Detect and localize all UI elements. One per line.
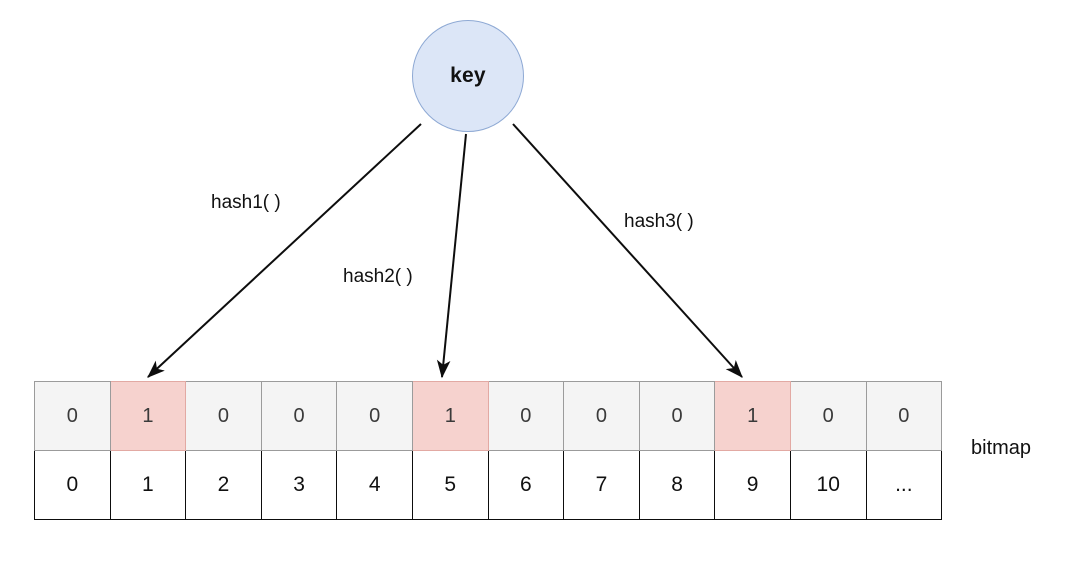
key-node-label: key: [450, 64, 486, 87]
bitmap-bit-cell-set: 1: [411, 381, 489, 451]
bitmap-index-cell: 8: [638, 450, 716, 520]
bitmap-index-cell: 7: [563, 450, 640, 520]
edge-hash1: [147, 123, 422, 378]
bitmap-bit-cell: 0: [260, 381, 338, 451]
bitmap-index-cell: 1: [109, 450, 187, 520]
edge-label-hash3: hash3( ): [624, 211, 694, 232]
bitmap-index-cell: 5: [411, 450, 489, 520]
bitmap-index-cell: 10: [789, 450, 867, 520]
bitmap-index-cell: 4: [336, 450, 413, 520]
bitmap-bit-cell: 0: [638, 381, 716, 451]
key-node: key: [412, 20, 524, 132]
bitmap-bit-cell: 0: [487, 381, 565, 451]
edge-hash3: [512, 123, 743, 378]
bitmap-index-cell: 3: [260, 450, 338, 520]
bitmap-bit-cell: 0: [789, 381, 867, 451]
bitmap-bit-cell: 0: [336, 381, 413, 451]
edge-label-hash1: hash1( ): [211, 192, 281, 213]
bitmap-bit-cell-set: 1: [714, 381, 791, 451]
bitmap-bit-cell-set: 1: [109, 381, 187, 451]
bitmap-bit-cell: 0: [865, 381, 943, 451]
edge-hash2: [436, 133, 467, 379]
bitmap-index-cell: ...: [865, 450, 943, 520]
bitmap-index-cell: 9: [714, 450, 791, 520]
bitmap-bit-cell: 0: [185, 381, 262, 451]
bitmap-caption: bitmap: [971, 437, 1032, 459]
bitmap-bit-cell: 0: [34, 381, 111, 451]
edge-label-hash2: hash2( ): [343, 266, 413, 287]
bitmap-index-cell: 0: [34, 450, 111, 520]
bitmap-bit-cell: 0: [563, 381, 640, 451]
bitmap-index-cell: 6: [487, 450, 565, 520]
bitmap-index-cell: 2: [185, 450, 262, 520]
